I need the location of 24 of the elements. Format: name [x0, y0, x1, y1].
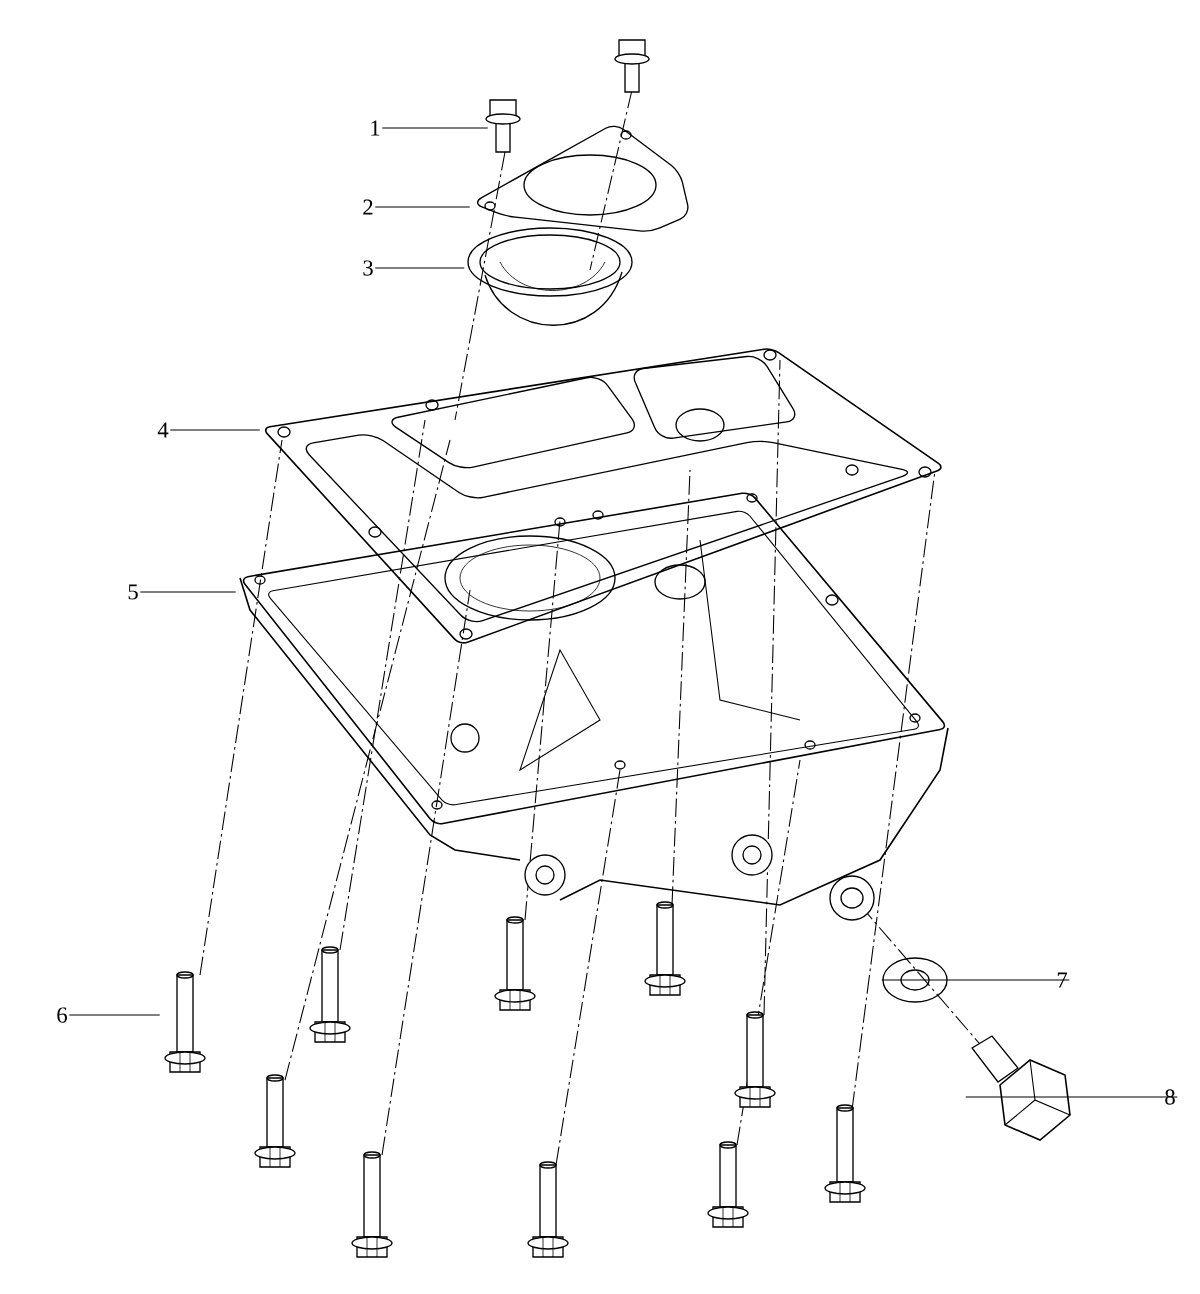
callout-number: 1	[371, 120, 380, 136]
leader-line	[881, 979, 1070, 981]
callout-number: 7	[1057, 972, 1068, 988]
callout-number: 2	[363, 199, 373, 215]
oil-pan-drawing	[239, 492, 949, 921]
callout-number: 3	[363, 260, 373, 276]
strainer-drawing	[467, 227, 633, 326]
leader-line	[381, 127, 489, 129]
washer-drawing	[882, 957, 948, 1003]
leader-line	[374, 267, 465, 269]
callout-number: 6	[57, 1007, 67, 1023]
cover-plate-drawing	[476, 125, 689, 232]
callout-number: 4	[157, 422, 169, 438]
leader-line	[965, 1096, 1178, 1098]
bolt-drawing	[164, 971, 206, 1073]
leader-line	[374, 206, 471, 208]
drain-plug-drawing	[971, 1035, 1071, 1141]
leader-line	[68, 1014, 161, 1016]
bolt-drawing	[485, 99, 521, 153]
gasket-drawing	[264, 348, 942, 644]
leader-line	[139, 591, 237, 593]
callout-number: 8	[1165, 1089, 1175, 1105]
callout-number: 5	[128, 584, 138, 600]
leader-line	[169, 429, 261, 431]
